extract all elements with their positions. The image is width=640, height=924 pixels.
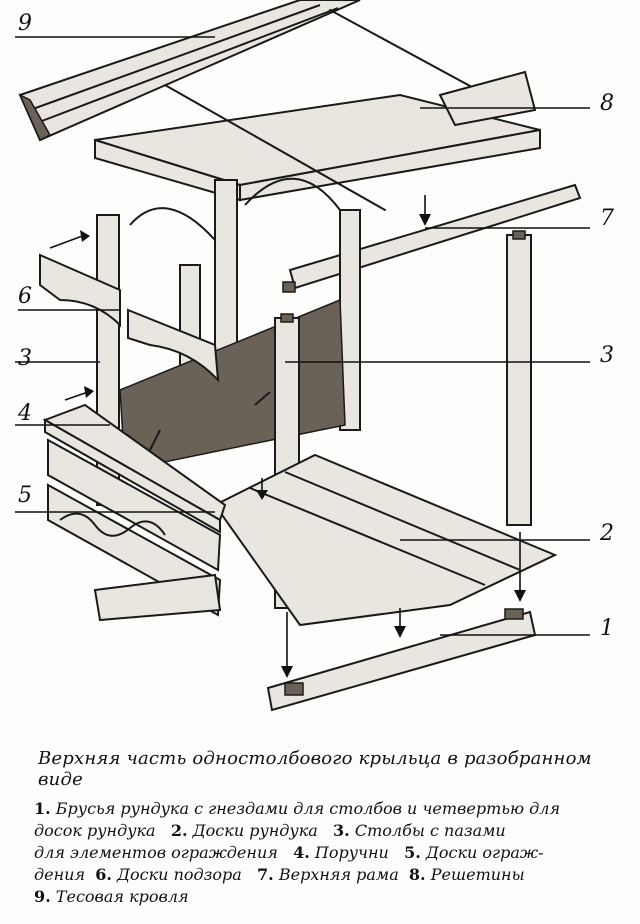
- caption-text-9: Тесовая кровля: [55, 887, 189, 906]
- figure-caption: Верхняя часть одностолбового крыльца в р…: [34, 748, 624, 908]
- caption-text-2: Доски рундука: [192, 821, 318, 840]
- caption-line-3: для элементов ограждения 4. Поручни 5. Д…: [34, 842, 624, 864]
- caption-line-4: дения 6. Доски подзора 7. Верхняя рама 8…: [34, 864, 624, 886]
- right-post: [506, 230, 532, 526]
- callout-5: 5: [18, 483, 32, 508]
- callout-4: 4: [17, 401, 32, 426]
- caption-title: Верхняя часть одностолбового крыльца в р…: [38, 748, 592, 790]
- caption-text-1: Брусья рундука с гнездами для столбов и …: [55, 799, 561, 818]
- exploded-porch-drawing: 9 8 7 6 3 3 4 5 2 1: [15, 0, 614, 712]
- roof-boards: [18, 0, 361, 142]
- caption-text-5-cont: дения: [34, 865, 86, 884]
- caption-text-3-cont: для элементов ограждения: [34, 843, 278, 862]
- callout-9: 9: [18, 11, 32, 36]
- handrails: [42, 403, 227, 534]
- caption-num-6: 6.: [95, 865, 112, 884]
- upper-frame: [94, 93, 582, 293]
- caption-num-4: 4.: [293, 843, 310, 862]
- caption-text-4: Поручни: [314, 843, 389, 862]
- rafters: [164, 9, 537, 211]
- soffit-boards: [39, 253, 220, 383]
- floor-boards: [213, 453, 558, 627]
- caption-text-6: Доски подзора: [117, 865, 242, 884]
- callout-2: 2: [599, 521, 614, 546]
- caption-line-1: 1. Брусья рундука с гнездами для столбов…: [34, 798, 624, 820]
- callout-3-left: 3: [18, 346, 32, 371]
- bottom-beams: [93, 573, 537, 712]
- callout-8: 8: [600, 91, 614, 116]
- caption-text-3: Столбы с пазами: [354, 821, 506, 840]
- caption-num-8: 8.: [408, 865, 426, 884]
- caption-num-3: 3.: [333, 821, 350, 840]
- caption-text-8: Решетины: [430, 865, 525, 884]
- caption-text-7: Верхняя рама: [278, 865, 399, 884]
- caption-num-2: 2.: [170, 821, 188, 840]
- caption-num-9: 9.: [34, 887, 51, 906]
- caption-text-5: Доски ограж-: [425, 843, 544, 862]
- caption-num-7: 7.: [257, 865, 274, 884]
- callout-3-right: 3: [600, 343, 614, 368]
- callout-leaders: [15, 36, 590, 636]
- caption-num-5: 5.: [404, 843, 421, 862]
- callout-6: 6: [18, 284, 32, 309]
- caption-num-1: 1.: [34, 799, 51, 818]
- callout-7: 7: [600, 206, 614, 231]
- caption-line-2: досок рундука 2. Доски рундука 3. Столбы…: [34, 820, 624, 842]
- assembly-arrows: [49, 195, 526, 678]
- callout-1: 1: [600, 616, 614, 641]
- caption-text-1-cont: досок рундука: [34, 821, 156, 840]
- caption-line-5: 9. Тесовая кровля: [34, 886, 624, 908]
